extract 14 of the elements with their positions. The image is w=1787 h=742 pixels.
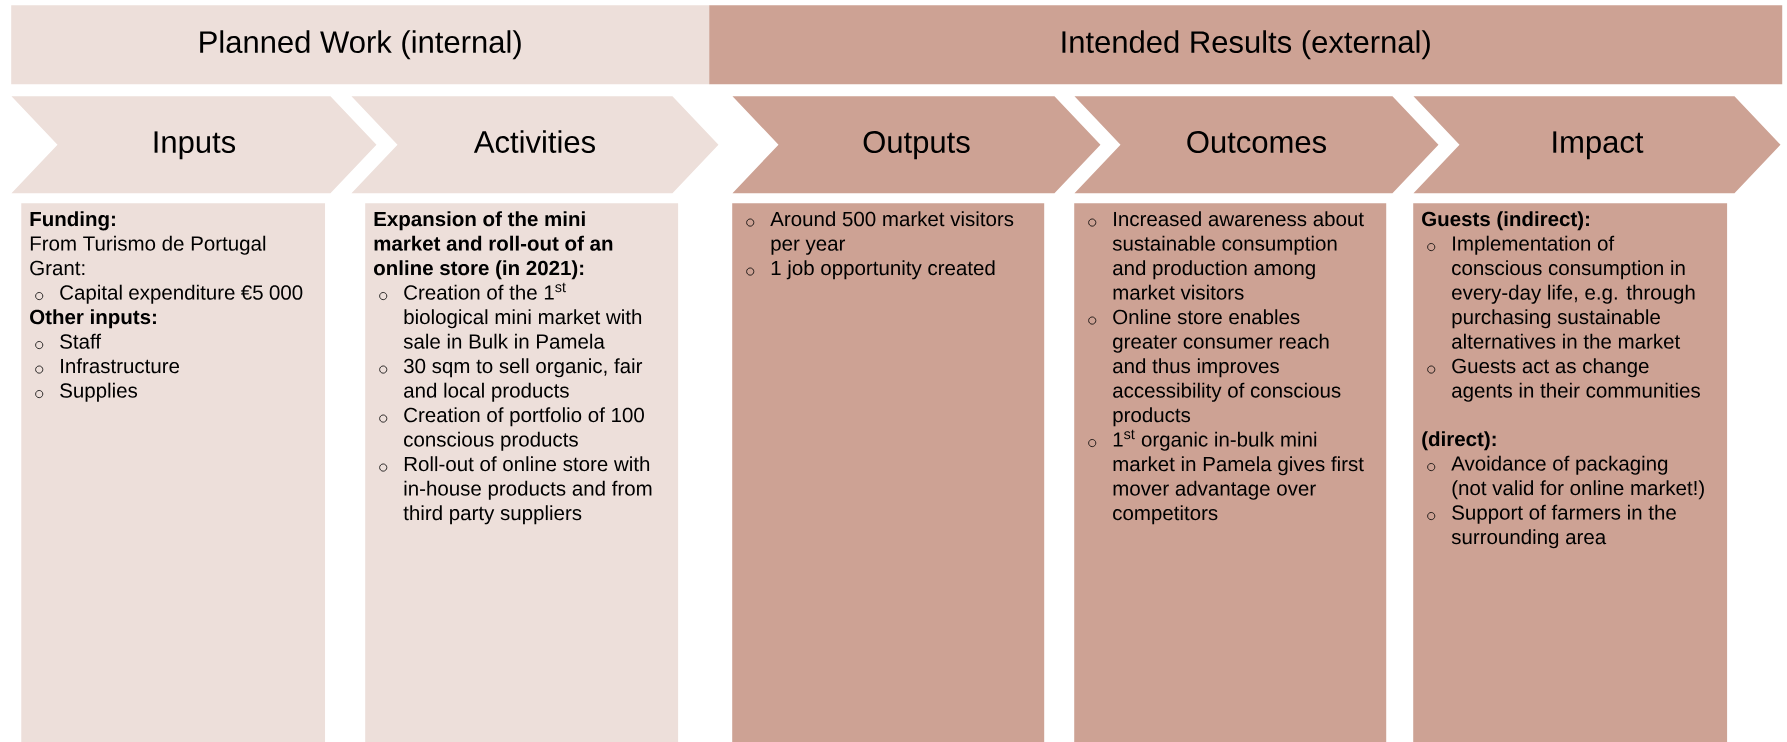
stage-banner: Inputs	[11, 96, 377, 194]
header-band: Planned Work (internal)	[11, 5, 710, 85]
content-panel: Guests (indirect): Implementation of conscious consumption in every-day life, e.g. through purchasing sustainable alternatives in the market Guests act as change agents in their communities (direct): Avoidance of packaging (not valid for online market!) Support of farmers in the surrounding area	[1413, 203, 1728, 742]
stage-banner: Outcomes	[1074, 96, 1439, 194]
node-label: Outputs	[863, 131, 970, 160]
stage-banner: Outputs	[732, 96, 1101, 194]
content-panel: Around 500 market visitors per year 1 job opportunity created	[732, 203, 1045, 742]
node-label: Outcomes	[1187, 131, 1326, 153]
content-panel: Expansion of the mini market and roll-out of an online store (in 2021): Creation of the 1$^{st}$ biological mini market with sale in Bulk in Pamela 30 sqm to sell organic, fair and local products Creation of portfolio of 100 conscious products Roll-out of online store with in-house products and from third party suppliers	[365, 203, 679, 742]
content-panel: Funding: From Turismo de Portugal Grant: Capital expenditure €5 000 Other inputs: Staff Infrastructure Supplies	[21, 203, 326, 742]
stage-banner: Impact	[1413, 96, 1781, 194]
header-band: Intended Results (external)	[709, 5, 1783, 85]
content-panel: Increased awareness about sustainable consumption and production among market visitors Online store enables greater consumer reach and thus improves accessibility of conscious products 1$^{st}$ organic in-bulk mini market in Pamela gives first mover advantage over competitors	[1074, 203, 1387, 742]
stage-banner: Activities	[351, 96, 719, 194]
